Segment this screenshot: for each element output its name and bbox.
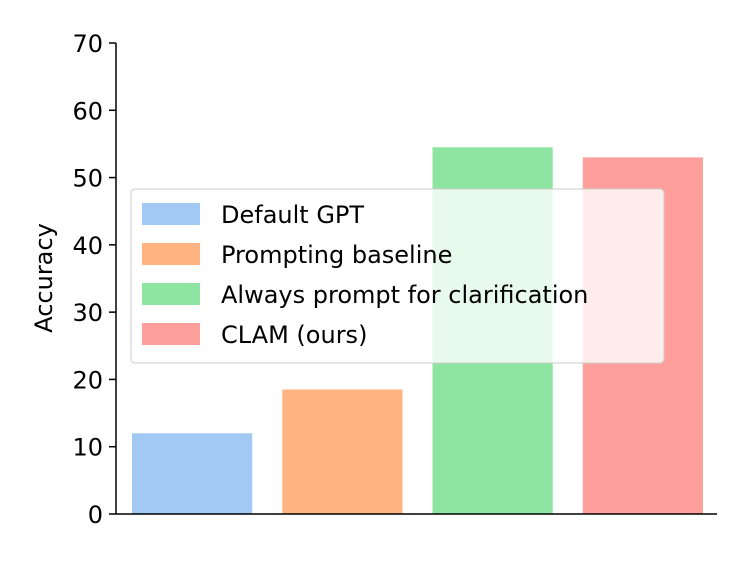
bar-2 (282, 389, 403, 514)
y-tick-label: 60 (72, 97, 103, 125)
legend-label: Prompting baseline (221, 241, 452, 269)
y-axis-label: Accuracy (30, 223, 58, 333)
axes-group: 0 10 20 30 40 50 60 70 Accuracy (30, 30, 717, 529)
y-tick-label: 30 (72, 299, 103, 327)
y-tick-label: 0 (88, 501, 103, 529)
legend-label: Default GPT (221, 201, 364, 229)
y-tick-label: 40 (72, 232, 103, 260)
legend-label: CLAM (ours) (221, 321, 367, 349)
legend-swatch (142, 283, 200, 305)
legend-label: Always prompt for clarification (221, 281, 588, 309)
legend-swatch (142, 323, 200, 345)
y-ticks-group: 0 10 20 30 40 50 60 70 (72, 30, 116, 529)
y-tick-label: 70 (72, 30, 103, 58)
y-tick-label: 50 (72, 165, 103, 193)
bar-1 (132, 433, 253, 514)
legend-frame (130, 188, 665, 364)
y-tick-label: 20 (72, 366, 103, 394)
y-tick-label: 10 (72, 434, 103, 462)
legend-swatch (142, 203, 200, 225)
legend-swatch (142, 243, 200, 265)
